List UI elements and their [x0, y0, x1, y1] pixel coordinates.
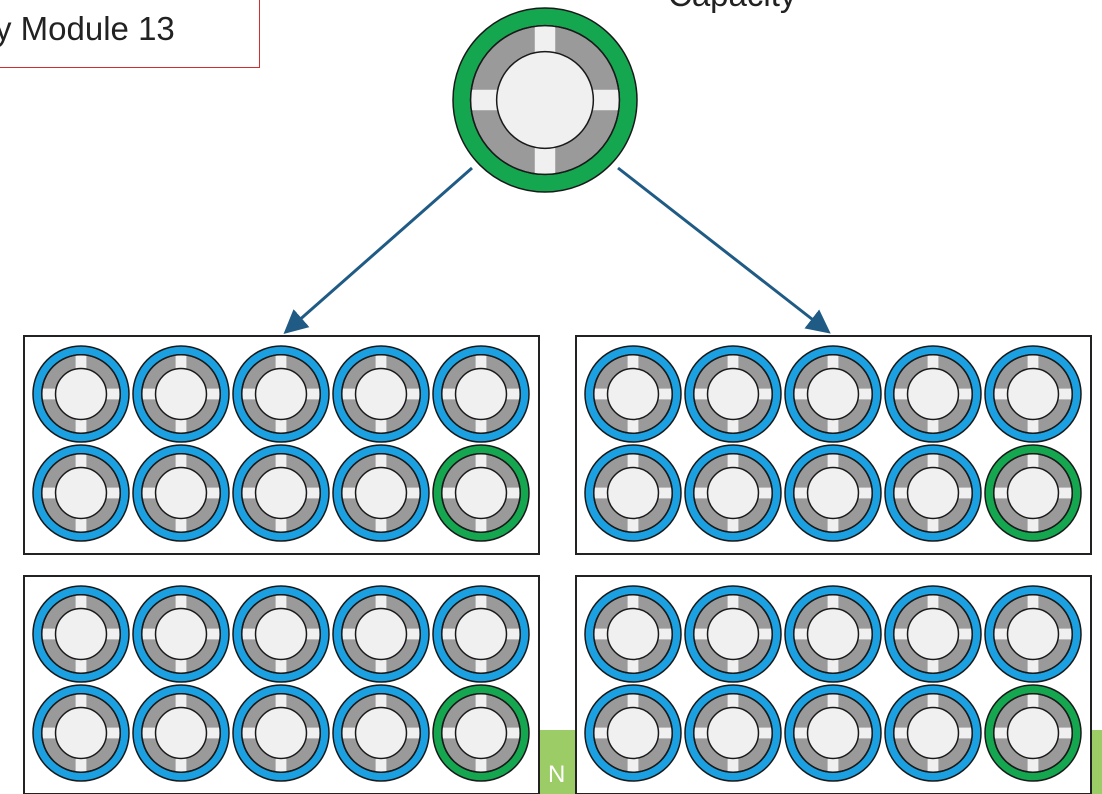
battery-cell	[984, 684, 1082, 782]
battery-cell	[332, 585, 430, 683]
battery-cell	[884, 444, 982, 542]
battery-cell	[884, 585, 982, 683]
battery-cell	[984, 444, 1082, 542]
battery-cell	[684, 345, 782, 443]
battery-cell	[132, 585, 230, 683]
battery-cell	[432, 444, 530, 542]
module-bottom-left	[23, 575, 540, 794]
module-top-right	[575, 335, 1092, 555]
battery-cell	[132, 345, 230, 443]
battery-cell	[884, 345, 982, 443]
battery-cell	[232, 444, 330, 542]
top-cell	[452, 7, 638, 193]
battery-cell	[332, 444, 430, 542]
battery-cell	[684, 684, 782, 782]
battery-cell	[584, 345, 682, 443]
battery-cell	[984, 585, 1082, 683]
battery-cell	[332, 684, 430, 782]
battery-cell	[132, 684, 230, 782]
battery-cell	[984, 345, 1082, 443]
battery-cell	[784, 585, 882, 683]
battery-cell	[32, 585, 130, 683]
module-label: y Module 13	[0, 0, 260, 68]
battery-cell	[132, 444, 230, 542]
battery-cell	[684, 585, 782, 683]
battery-cell	[884, 684, 982, 782]
battery-cell	[232, 684, 330, 782]
battery-cell	[32, 345, 130, 443]
battery-cell	[584, 684, 682, 782]
battery-cell	[784, 345, 882, 443]
battery-cell	[232, 585, 330, 683]
battery-cell	[32, 444, 130, 542]
battery-cell	[784, 444, 882, 542]
capacity-label: Capacity	[668, 0, 796, 14]
arrow-right	[617, 166, 831, 334]
battery-cell	[432, 345, 530, 443]
battery-cell	[432, 585, 530, 683]
battery-cell	[332, 345, 430, 443]
module-bottom-right	[575, 575, 1092, 794]
battery-cell	[784, 684, 882, 782]
module-top-left	[23, 335, 540, 555]
battery-cell	[584, 585, 682, 683]
arrow-left	[283, 166, 473, 334]
battery-cell	[584, 444, 682, 542]
battery-cell	[232, 345, 330, 443]
partial-letter: N	[548, 761, 565, 788]
battery-cell	[432, 684, 530, 782]
battery-cell	[32, 684, 130, 782]
battery-cell	[684, 444, 782, 542]
